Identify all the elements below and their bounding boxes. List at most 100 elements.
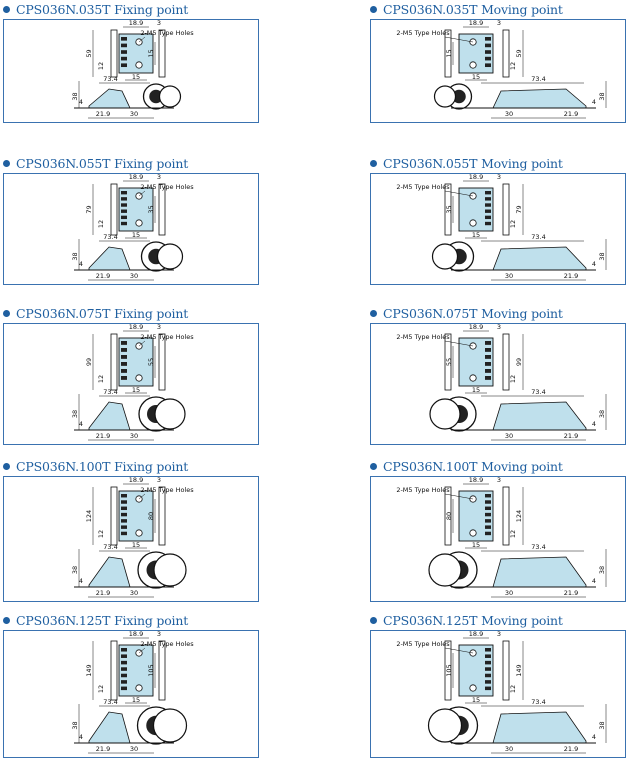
chain-link [121,209,127,213]
chain-rail [502,486,510,546]
diagram-title-text: CPS036N.035T Fixing point [16,1,189,17]
mounting-hole [469,684,477,692]
bullet-icon [370,616,377,624]
hole-type-label: 2-M5 Type Holes [140,29,194,37]
chain-link [485,43,491,48]
bullet-icon [3,462,10,470]
chain-rail [158,29,166,78]
height-label: 149 [85,664,93,676]
offset-label: 3 [497,174,501,181]
chain-link [121,673,127,678]
bracket-length-label: 73.4 [531,543,545,551]
width-label: 18.9 [129,324,143,331]
chain-link [485,648,491,652]
bracket-profile [471,246,587,271]
ribbon-label: 38 [598,566,606,574]
bracket-length-label: 73.4 [531,75,545,83]
chain-link [485,341,491,345]
hole-type-label: 2-M5 Type Holes [140,640,194,648]
diagram-title-text: CPS036N.125T Fixing point [16,612,189,628]
lip-label: 4 [79,260,83,268]
bracket-profile [88,711,152,744]
chain-link [485,50,491,54]
height-label: 99 [85,358,93,366]
chain-link [485,376,491,380]
margin-label: 12 [509,375,517,383]
chain-link [121,680,127,684]
bracket-length-label: 73.4 [103,698,117,706]
chain-link [485,660,491,665]
diagram-title: CPS036N.100T Moving point [370,457,563,475]
base-label: 21.9 [564,432,578,440]
width-label: 18.9 [469,174,483,181]
chain-link [121,525,127,529]
diagram-title-text: CPS036N.075T Fixing point [16,305,189,321]
bracket-length-label: 73.4 [103,388,117,396]
chain-link-circle [431,243,459,270]
height-label: 149 [515,664,523,676]
diagram-title-text: CPS036N.055T Moving point [383,155,563,171]
bracket-profile [88,401,152,431]
center-label: 15 [132,231,140,239]
width-label: 18.9 [469,477,483,484]
bracket-length-label: 73.4 [531,698,545,706]
chain-link [485,500,491,504]
mounting-hole [135,684,143,692]
diagram-title-text: CPS036N.100T Moving point [383,458,563,474]
chain-link [485,197,491,201]
base-label: 21.9 [564,589,578,597]
base-label: 21.9 [564,110,578,118]
chain-pin [149,89,163,104]
hole-type-label: 2-M5 Type Holes [396,29,450,37]
bracket-length-label: 73.4 [103,233,117,241]
bracket-profile [471,556,587,588]
chain-link [485,215,491,220]
leader-line [138,493,146,500]
mounting-hole [135,529,143,537]
chain-link [121,512,127,517]
bullet-icon [3,309,10,317]
pitch-label: 15 [147,49,155,57]
chain-link [485,667,491,671]
mounting-hole [469,374,477,382]
pitch-label: 105 [445,664,453,676]
lip-label: 4 [592,260,596,268]
chain-link [121,531,127,536]
base-label: 30 [505,432,513,440]
chain-rail [110,486,118,546]
ribbon-label: 38 [71,92,79,100]
pitch-label: 55 [445,358,453,366]
bracket-profile [88,556,152,588]
chain-link [485,63,491,68]
chain-link [121,355,127,359]
bullet-icon [370,309,377,317]
diagram-title-text: CPS036N.035T Moving point [383,1,563,17]
margin-label: 12 [97,375,105,383]
chain-link [485,37,491,41]
chain-link-circle [433,85,457,108]
chain-link-circle [158,85,182,108]
chain-link [485,56,491,61]
margin-label: 12 [97,530,105,538]
width-label: 18.9 [469,631,483,638]
leader-line [444,36,474,43]
bracket-length-label: 73.4 [531,388,545,396]
height-label: 99 [515,358,523,366]
chain-link [121,215,127,220]
chain-rail [158,333,166,391]
ribbon-label: 38 [598,252,606,260]
ribbon-label: 38 [71,566,79,574]
chain-link [485,531,491,536]
